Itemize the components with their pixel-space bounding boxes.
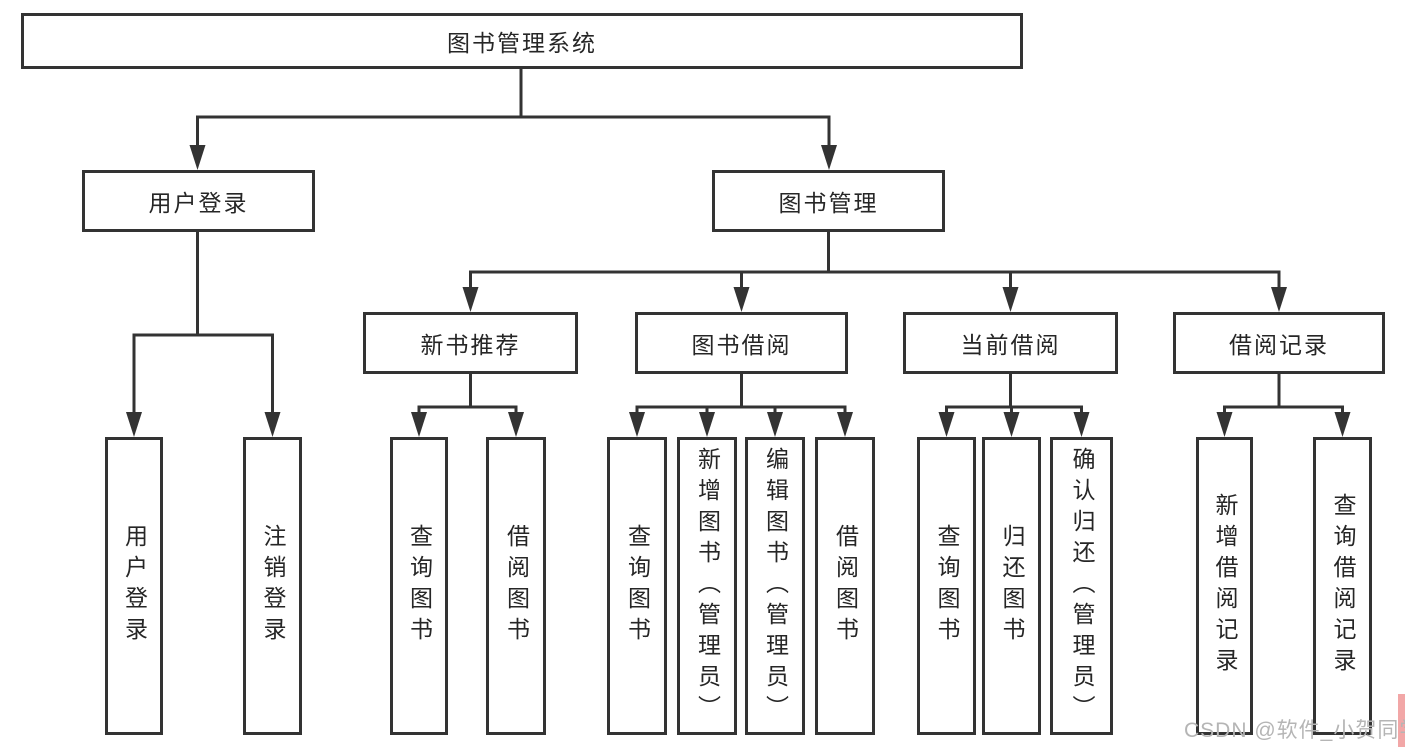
- leaf-label: 注销登录: [260, 524, 286, 648]
- leaf-label: 归还图书: [999, 524, 1025, 648]
- leaf-label: 用户登录: [121, 524, 148, 648]
- node-book-borrow: 图书借阅: [635, 312, 848, 374]
- leaf-borrow-books-2: 借阅图书: [815, 437, 875, 735]
- leaf-label: 查询图书: [934, 524, 960, 648]
- leaf-query-books-2: 查询图书: [607, 437, 667, 735]
- csdn-watermark: CSDN @软件_小贺同学: [1184, 719, 1405, 742]
- leaf-add-borrow-record: 新增借阅记录: [1196, 437, 1253, 735]
- leaf-label: 查询图书: [406, 524, 433, 648]
- csdn-logo-fragment: [1398, 694, 1405, 747]
- node-root-label: 图书管理系统: [447, 30, 597, 56]
- node-book-management: 图书管理: [712, 170, 945, 232]
- node-current-borrow: 当前借阅: [903, 312, 1118, 374]
- leaf-label: 确认归还（管理员）: [1069, 446, 1095, 726]
- leaf-label: 借阅图书: [503, 524, 530, 648]
- leaf-label: 新增图书（管理员）: [694, 446, 721, 726]
- node-user-login: 用户登录: [82, 170, 315, 232]
- node-book-management-label: 图书管理: [778, 190, 879, 216]
- leaf-user-login: 用户登录: [105, 437, 163, 735]
- leaf-label: 编辑图书（管理员）: [762, 446, 789, 726]
- leaf-return-book: 归还图书: [982, 437, 1041, 735]
- leaf-label: 新增借阅记录: [1212, 493, 1238, 679]
- leaf-label: 查询图书: [624, 524, 651, 648]
- node-book-borrow-label: 图书借阅: [691, 332, 792, 358]
- leaf-query-borrow-record: 查询借阅记录: [1313, 437, 1372, 735]
- arrowheads: [126, 145, 1351, 437]
- node-current-borrow-label: 当前借阅: [960, 332, 1061, 358]
- leaf-label: 借阅图书: [832, 524, 859, 648]
- node-borrow-record-label: 借阅记录: [1229, 332, 1329, 358]
- node-new-book-recommend: 新书推荐: [363, 312, 578, 374]
- leaf-borrow-books-1: 借阅图书: [486, 437, 546, 735]
- leaf-add-book-admin: 新增图书（管理员）: [677, 437, 737, 735]
- connector-lines: [132, 69, 1344, 418]
- leaf-confirm-return-admin: 确认归还（管理员）: [1050, 437, 1113, 735]
- node-new-book-recommend-label: 新书推荐: [420, 332, 521, 358]
- node-borrow-record: 借阅记录: [1173, 312, 1385, 374]
- node-user-login-label: 用户登录: [148, 190, 249, 216]
- node-root: 图书管理系统: [21, 13, 1023, 69]
- leaf-logout: 注销登录: [243, 437, 302, 735]
- leaf-label: 查询借阅记录: [1330, 493, 1356, 679]
- leaf-query-books-1: 查询图书: [390, 437, 448, 735]
- leaf-query-books-3: 查询图书: [917, 437, 976, 735]
- leaf-edit-book-admin: 编辑图书（管理员）: [745, 437, 805, 735]
